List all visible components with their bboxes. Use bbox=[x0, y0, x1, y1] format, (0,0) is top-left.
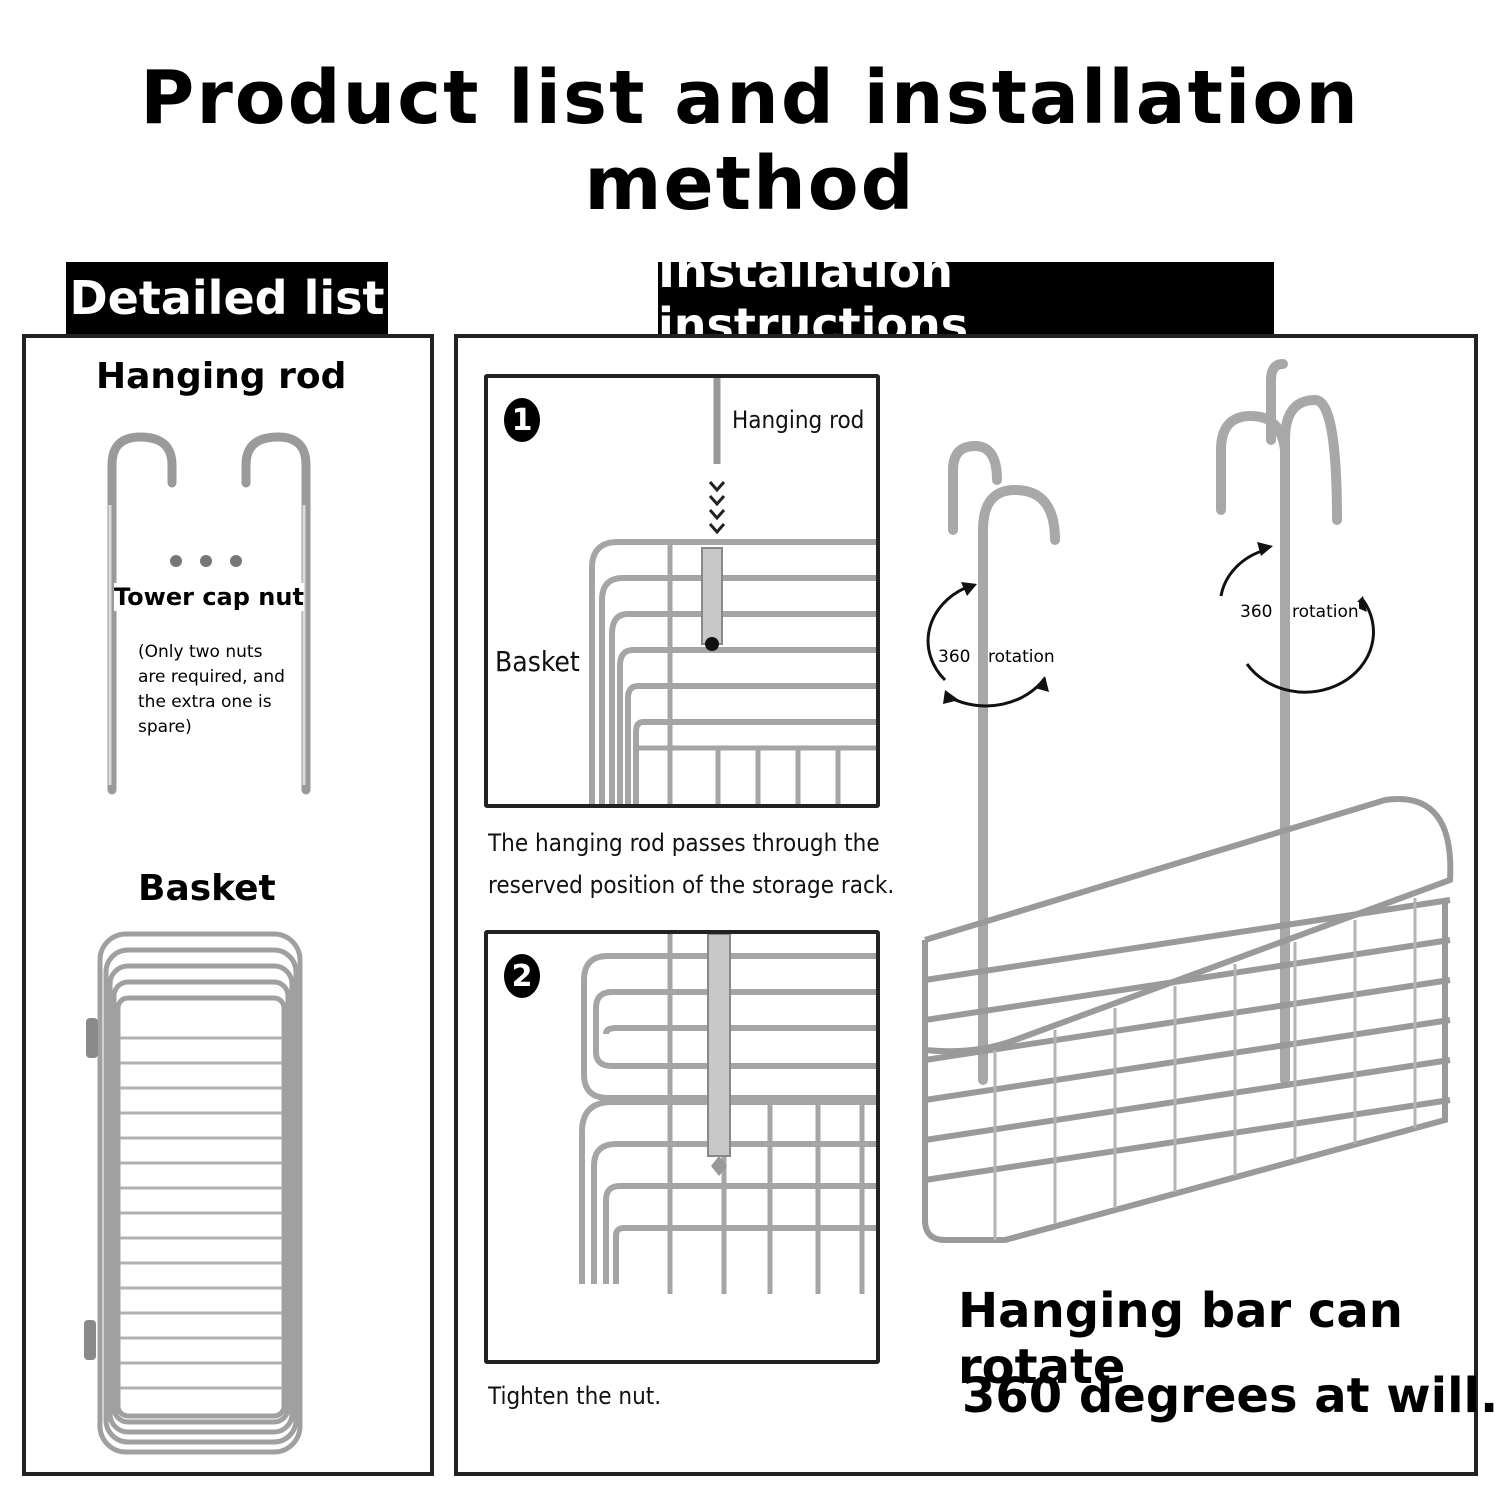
step-1-illustration bbox=[589, 378, 876, 804]
step-1-caption-line: reserved position of the storage rack. bbox=[488, 871, 895, 899]
step-2-caption: Tighten the nut. bbox=[488, 1382, 662, 1410]
rotation-word-left: rotation bbox=[988, 647, 1055, 667]
step-1-basket-label: Basket bbox=[495, 645, 580, 678]
nut-note-line: spare) bbox=[138, 717, 192, 737]
nut-note-line: are required, and bbox=[138, 667, 285, 687]
hanging-rod-heading: Hanging rod bbox=[96, 356, 347, 397]
basket-heading: Basket bbox=[138, 868, 276, 909]
basket-top-view-illustration bbox=[84, 931, 303, 1455]
step-1-box bbox=[484, 374, 880, 808]
rotation-word-right: rotation bbox=[1292, 602, 1359, 622]
step-1-caption-line: The hanging rod passes through the bbox=[488, 829, 880, 857]
assembled-basket-illustration bbox=[922, 359, 1454, 1243]
nut-note-line: (Only two nuts bbox=[138, 642, 263, 662]
rotate-caption-line-2: 360 degrees at will. bbox=[962, 1368, 1499, 1424]
installation-panel bbox=[454, 334, 1478, 1476]
step-1-caption: The hanging rod passes through the reser… bbox=[488, 822, 894, 906]
rotation-number-left: 360 bbox=[938, 647, 971, 667]
detailed-list-panel bbox=[22, 334, 434, 1476]
tower-cap-nut-label: Tower cap nut bbox=[114, 583, 304, 611]
detailed-list-tag: Detailed list bbox=[66, 262, 388, 334]
nut-note-line: the extra one is bbox=[138, 692, 272, 712]
rotate-caption-line-1: Hanging bar can rotate bbox=[958, 1283, 1403, 1395]
nut-note: (Only two nuts are required, and the ext… bbox=[138, 640, 289, 740]
rotation-number-right: 360 bbox=[1240, 602, 1273, 622]
page-title: Product list and installation method bbox=[140, 55, 1360, 227]
step-1-number-badge: 1 bbox=[504, 398, 540, 442]
step-2-number-badge: 2 bbox=[504, 954, 540, 998]
step-1-rod-label: Hanging rod bbox=[732, 406, 865, 434]
installation-instructions-tag: Installation instructions bbox=[658, 244, 1274, 352]
step-2-box bbox=[484, 930, 880, 1364]
step-2-illustration bbox=[579, 934, 876, 1294]
hanging-rods-illustration bbox=[107, 432, 311, 795]
